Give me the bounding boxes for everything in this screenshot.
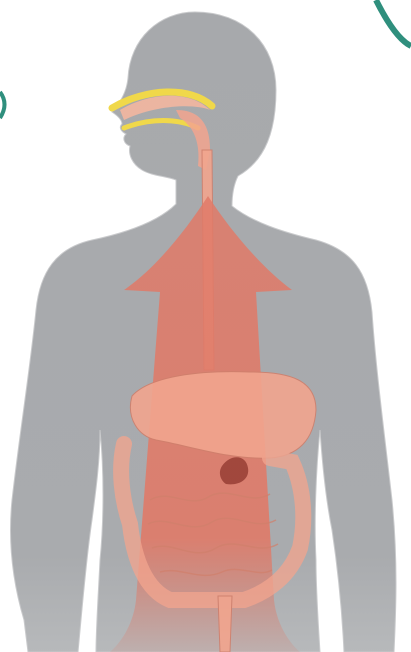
ring-fragment-icon	[0, 92, 5, 118]
dashed-ring-icon	[376, 0, 411, 46]
rectum	[218, 596, 232, 652]
